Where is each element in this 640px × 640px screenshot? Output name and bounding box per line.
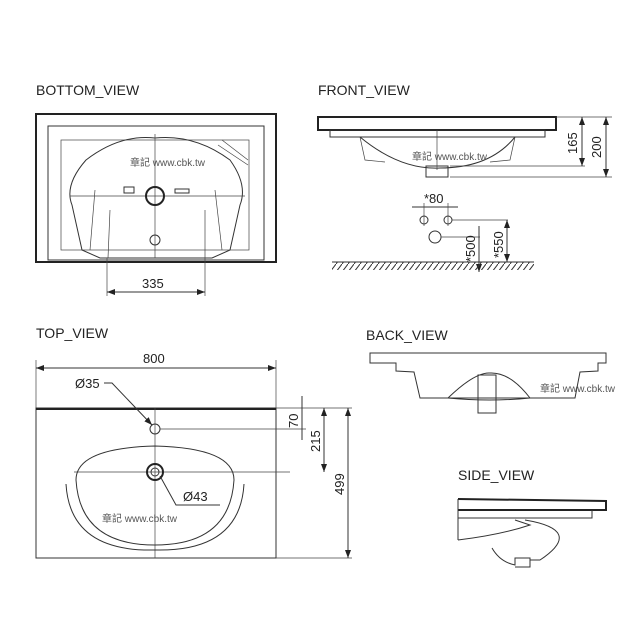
slot-left (123, 186, 135, 194)
side-bowl (457, 519, 560, 561)
supply-hole (419, 215, 429, 225)
top-view-title: TOP_VIEW (36, 325, 109, 341)
drain-pipe (428, 230, 442, 244)
front-top (317, 116, 557, 131)
dim-80: *80 (424, 191, 444, 206)
front-bowl (359, 136, 516, 169)
top-outline (35, 407, 277, 559)
front-brackets (359, 136, 516, 163)
back-drain (477, 374, 497, 414)
back-bowl (447, 372, 531, 401)
floor-hatch (332, 262, 534, 270)
watermark: 章記 www.cbk.tw (412, 150, 488, 163)
dim-550: *550 (491, 231, 506, 258)
side-view: SIDE_VIEW (457, 467, 607, 568)
bottom-view: BOTTOM_VIEW 章記 www.cbk.tw 335 (35, 82, 277, 296)
side-drain (491, 547, 531, 568)
dim-70: 70 (286, 414, 301, 428)
dim-500: *500 (463, 235, 478, 262)
slot-right (174, 188, 190, 194)
drain-outlet (145, 186, 165, 206)
side-top (457, 498, 607, 511)
side-body (457, 499, 593, 540)
front-view-title: FRONT_VIEW (318, 82, 411, 98)
dim-335: 335 (142, 276, 164, 291)
top-view: TOP_VIEW 800 Ø35 Ø43 章記 www.cbk.tw 70 21… (35, 325, 352, 559)
bowl-rim (65, 483, 245, 551)
bowl-underside (69, 136, 243, 259)
bottom-ribs (89, 189, 223, 259)
front-view: FRONT_VIEW 章記 www.cbk.tw 165 200 *80 *50… (317, 82, 612, 272)
overflow-hole (149, 234, 161, 246)
dim-165: 165 (565, 132, 580, 154)
dim-drain-hole: Ø43 (183, 489, 208, 504)
dim-800: 800 (143, 351, 165, 366)
back-view: BACK_VIEW 章記 www.cbk.tw (366, 327, 616, 414)
drain-inner (150, 467, 160, 477)
bottom-inner (47, 125, 265, 261)
back-view-title: BACK_VIEW (366, 327, 448, 343)
watermark: 章記 www.cbk.tw (102, 512, 178, 525)
watermark: 章記 www.cbk.tw (130, 156, 206, 169)
leader-line (104, 382, 153, 426)
back-outline (369, 352, 607, 399)
dim-200: 200 (589, 136, 604, 158)
drain-hole (146, 463, 164, 481)
bottom-outline (35, 113, 277, 263)
leader-line (159, 475, 220, 506)
front-lip (329, 129, 546, 138)
dim-faucet-hole: Ø35 (75, 376, 100, 391)
corner-mark (217, 139, 249, 166)
side-view-title: SIDE_VIEW (458, 467, 535, 483)
dim-499: 499 (332, 473, 347, 495)
watermark: 章記 www.cbk.tw (540, 382, 616, 395)
dim-215: 215 (308, 430, 323, 452)
bottom-view-title: BOTTOM_VIEW (36, 82, 140, 98)
bowl (75, 445, 235, 546)
